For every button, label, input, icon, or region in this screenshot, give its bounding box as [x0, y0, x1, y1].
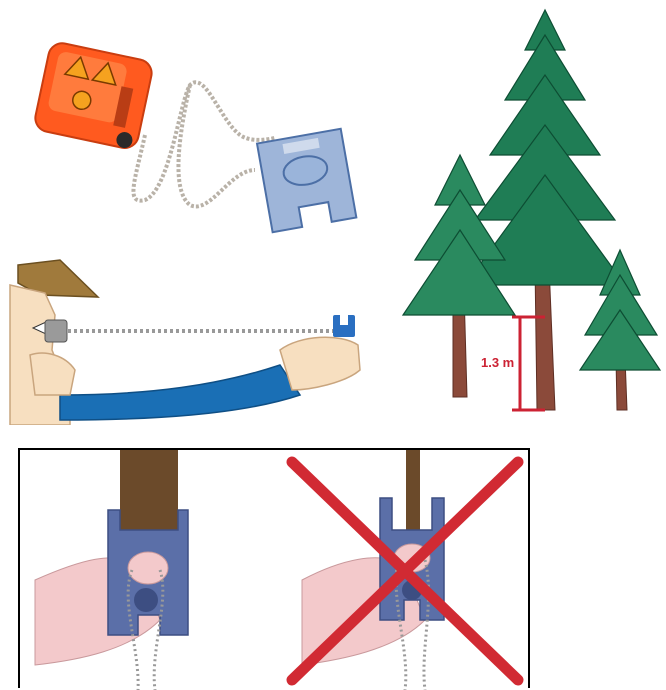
thumb-left [128, 552, 168, 584]
hand [280, 337, 360, 390]
chain [133, 82, 275, 200]
incorrect-grip [292, 450, 518, 690]
trunk-main [535, 265, 555, 410]
usage-svg [0, 255, 380, 425]
usage-illustration [0, 255, 380, 425]
tree-svg [395, 5, 666, 415]
hand-at-eye [30, 353, 75, 395]
grip-svg [20, 450, 528, 690]
transponder [257, 129, 356, 232]
tree-trunk-right [406, 450, 420, 530]
device-illustration [20, 40, 370, 240]
vertex-device [33, 41, 154, 151]
arm-sleeve [60, 365, 300, 420]
tree-illustration: 1.3 m [395, 5, 666, 415]
grip-panel [18, 448, 530, 688]
tree-trunk-left [120, 450, 178, 530]
device-svg [20, 40, 370, 240]
device-at-eye [45, 320, 67, 342]
foliage-left [403, 155, 515, 315]
chain-2 [178, 85, 255, 206]
height-label: 1.3 m [481, 355, 514, 370]
correct-grip [35, 450, 188, 690]
